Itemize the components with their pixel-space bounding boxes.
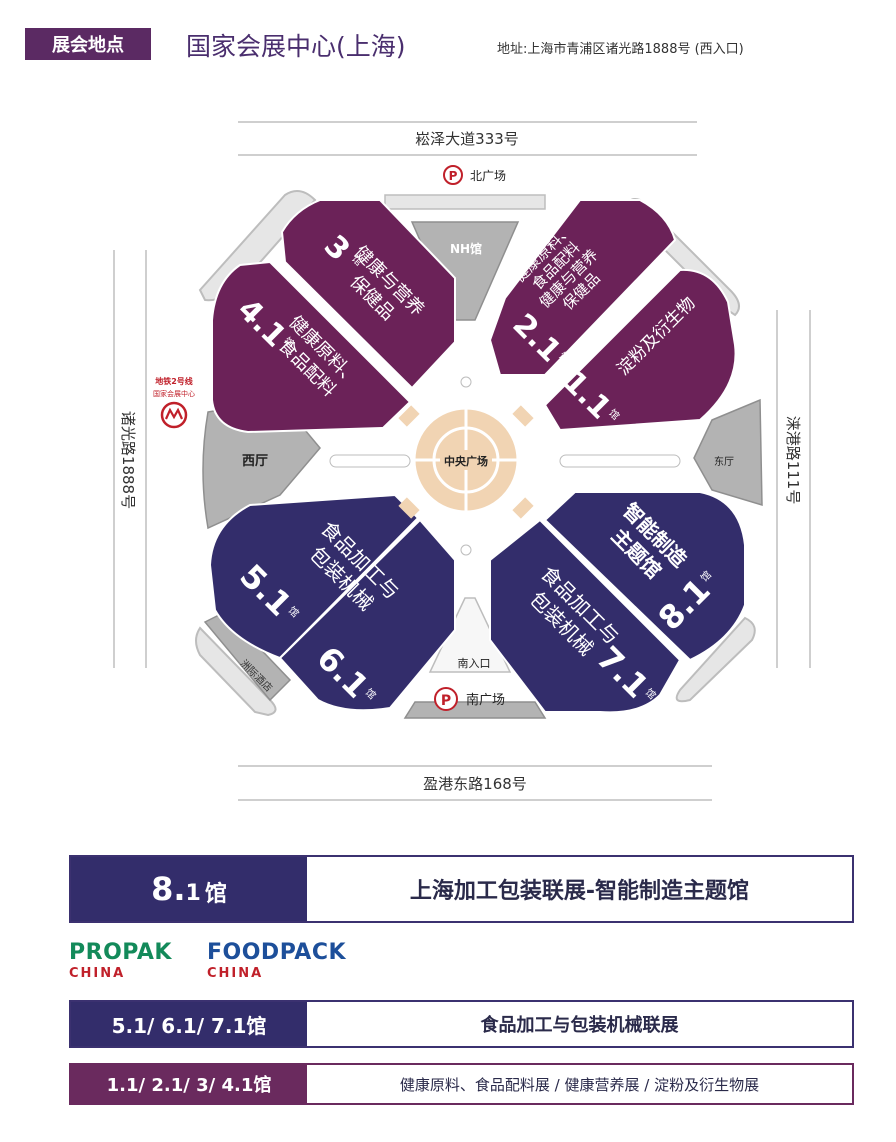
metro-station-label: 国家会展中心	[153, 389, 195, 398]
foodpack-logo: FOODPACK	[207, 940, 347, 965]
svg-text:P: P	[441, 693, 451, 709]
hall-2-1-area	[488, 199, 677, 376]
legend-machinery-desc: 食品加工与包装机械联展	[307, 1002, 852, 1046]
venue-address: 地址:上海市青浦区诸光路1888号 (西入口)	[497, 42, 744, 57]
propak-china: CHINA	[69, 966, 126, 981]
legend-8-1-suffix: 馆	[204, 882, 227, 907]
south-plaza-label: 南广场	[466, 692, 505, 708]
foodpack-china: CHINA	[207, 966, 264, 981]
west-hall	[202, 399, 321, 530]
nh-hall-label: NH馆	[450, 241, 482, 256]
east-hall	[693, 398, 763, 507]
road-east-label: 涞港路111号	[784, 416, 802, 505]
road-west-label: 诸光路1888号	[119, 411, 137, 509]
legend-8-1-small: 1	[185, 880, 201, 906]
road-south-label: 盈港东路168号	[423, 775, 527, 793]
south-entrance-label: 南入口	[458, 657, 491, 670]
central-plaza-label: 中央广场	[444, 454, 488, 468]
legend-8-1-desc: 上海加工包装联展-智能制造主题馆	[307, 857, 852, 921]
west-hall-label: 西厅	[242, 454, 268, 469]
legend-row-machinery: 5.1/ 6.1/ 7.1馆 食品加工与包装机械联展	[69, 1000, 854, 1048]
east-hall-label: 东厅	[714, 455, 734, 468]
legend-row-8-1: 8. 1 馆 上海加工包装联展-智能制造主题馆	[69, 855, 854, 923]
hall-7-1-area	[489, 518, 682, 714]
hall-5-1-area	[208, 493, 420, 660]
hall-1-1-area	[543, 268, 737, 432]
north-parking-icon	[443, 165, 463, 185]
legend-machinery-halls: 5.1/ 6.1/ 7.1馆	[71, 1002, 307, 1046]
venue-title: 国家会展中心(上海)	[186, 32, 406, 61]
hall-8-1-area	[543, 491, 746, 662]
legend-8-1-num: 8.	[151, 870, 186, 908]
propak-logo: PROPAK	[69, 940, 172, 965]
hall-3-area	[280, 199, 456, 390]
legend-health-desc: 健康原料、食品配料展 / 健康营养展 / 淀粉及衍生物展	[307, 1065, 852, 1103]
north-plaza-label: 北广场	[470, 169, 506, 183]
metro-line-label: 地铁2号线	[155, 376, 193, 386]
hall-6-1-area	[278, 518, 456, 712]
south-parking-icon	[434, 687, 458, 711]
legend-row-health: 1.1/ 2.1/ 3/ 4.1馆 健康原料、食品配料展 / 健康营养展 / 淀…	[69, 1063, 854, 1105]
legend-health-halls: 1.1/ 2.1/ 3/ 4.1馆	[71, 1065, 307, 1103]
hall-4-1-area	[211, 260, 412, 434]
central-plaza	[412, 406, 520, 514]
venue-map: 崧泽大道333号 盈港东路168号 诸光路1888号 涞港路111号 NH馆 P…	[0, 80, 896, 820]
location-tag: 展会地点	[25, 28, 151, 60]
road-north-label: 崧泽大道333号	[415, 130, 519, 148]
svg-text:P: P	[449, 169, 458, 183]
